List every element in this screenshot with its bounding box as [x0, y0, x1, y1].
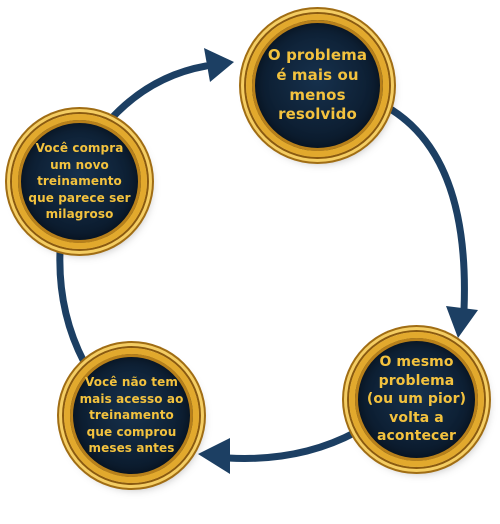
cycle-node-problem-returns: O mesmo problema (ou um pior) volta a ac…	[349, 332, 484, 467]
arrowhead-icon	[198, 438, 230, 474]
arrow-right-to-bottom-left	[198, 428, 360, 474]
cycle-node-buy-new-training: Você compra um novo treinamento que pare…	[12, 114, 147, 249]
cycle-node-lost-access: Você não tem mais acesso ao treinamento …	[64, 348, 199, 483]
arrow-bottom-left-to-left	[56, 248, 88, 366]
arrow-left-to-top	[106, 48, 234, 124]
arrowhead-icon	[204, 48, 234, 82]
arrowhead-icon	[446, 306, 478, 338]
node-label: O mesmo problema (ou um pior) volta a ac…	[366, 354, 467, 445]
arrow-top-to-right	[388, 106, 478, 338]
node-label: Você não tem mais acesso ao treinamento …	[79, 375, 184, 456]
cycle-node-problem-solved: O problema é mais ou menos resolvido	[246, 14, 389, 157]
node-label: Você compra um novo treinamento que pare…	[28, 141, 131, 222]
node-label: O problema é mais ou menos resolvido	[267, 45, 368, 124]
